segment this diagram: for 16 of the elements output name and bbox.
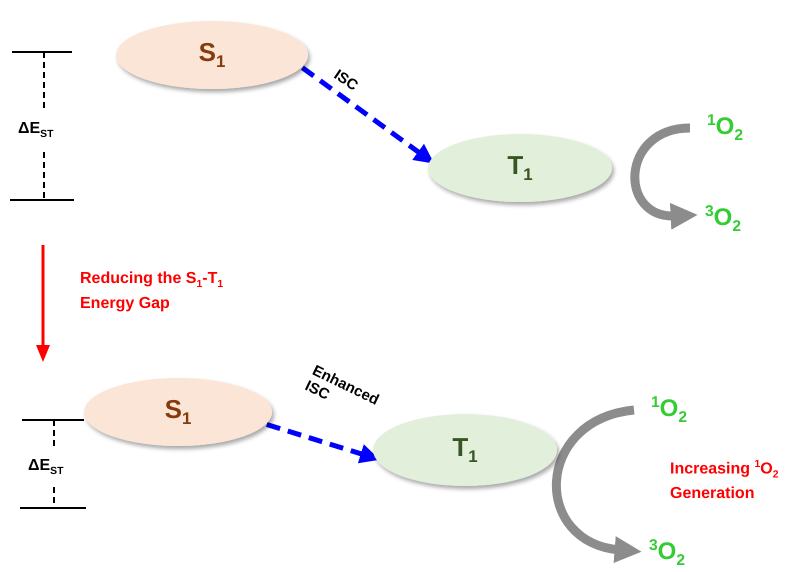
result-note: Increasing $^{1}$O$_{2}$ Generation [670, 458, 780, 504]
state-label: T$_{1}$ [507, 150, 533, 186]
oxygen-species-label: $^{3}$O$_{2}$ [704, 202, 742, 236]
process-note: Reducing the S$_{1}$-T$_{1}$ Energy Gap [80, 269, 224, 314]
curved-block-arrow [630, 124, 698, 229]
dashed-arrow [300, 66, 434, 164]
curved-block-arrow [552, 406, 642, 562]
energy-gap-label: ΔE$_{ST}$ [28, 456, 64, 480]
edge-label: ISC [330, 66, 362, 96]
state-label: S$_{1}$ [164, 394, 192, 430]
state-label: S$_{1}$ [198, 37, 226, 73]
oxygen-species-label: $^{1}$O$_{2}$ [650, 394, 688, 426]
oxygen-species-label: $^{3}$O$_{2}$ [648, 536, 686, 570]
energy-gap-label: ΔE$_{ST}$ [18, 119, 54, 142]
oxygen-species-label: $^{1}$O$_{2}$ [706, 112, 744, 144]
state-label: T$_{1}$ [452, 432, 478, 468]
